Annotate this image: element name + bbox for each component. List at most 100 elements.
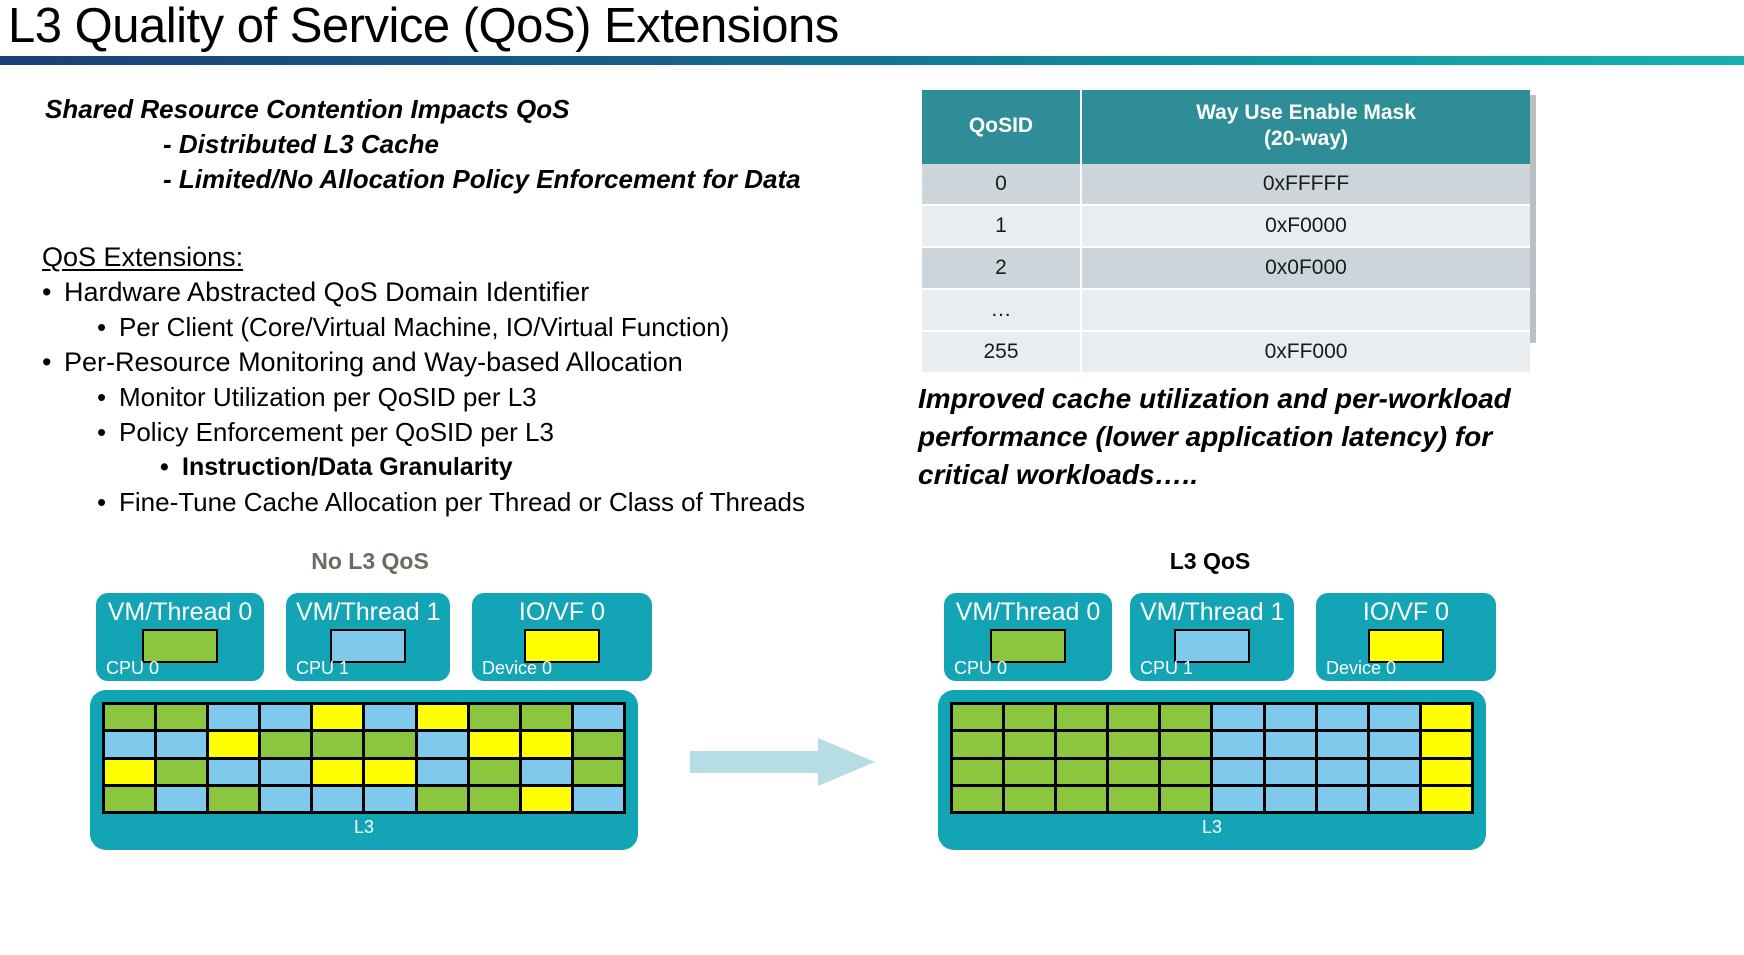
client-box: VM/Thread 1 CPU 1	[286, 593, 450, 681]
cache-way-cell	[1369, 732, 1419, 757]
bullet-text: Hardware Abstracted QoS Domain Identifie…	[64, 277, 590, 307]
cache-way-cell	[261, 759, 311, 784]
qos-extensions-bullet-list: • Hardware Abstracted QoS Domain Identifi…	[42, 275, 922, 520]
cache-way-cell	[157, 732, 207, 757]
cache-way-cell	[521, 732, 571, 757]
cache-way-cell	[521, 786, 571, 811]
cache-way-cell	[209, 759, 259, 784]
client-color-chip	[1368, 629, 1444, 663]
bullet-text: Policy Enforcement per QoSID per L3	[119, 417, 554, 447]
diagram-right-title: L3 QoS	[1169, 548, 1251, 574]
client-device-label: CPU 0	[954, 658, 1008, 678]
cache-way-cell	[313, 786, 363, 811]
table-cell-qosid: 0	[922, 164, 1082, 206]
bullet-item: •Monitor Utilization per QoSID per L3	[42, 380, 922, 415]
l3-cache-block-left: L3	[90, 690, 638, 850]
client-color-chip	[990, 629, 1066, 663]
table-header-row: QoSID Way Use Enable Mask (20-way)	[922, 90, 1530, 164]
cache-way-cell	[1265, 759, 1315, 784]
table-header-mask-line1: Way Use Enable Mask	[1196, 101, 1416, 124]
cache-way-cell	[1213, 759, 1263, 784]
cache-way-cell	[953, 705, 1003, 730]
cache-way-cell	[1369, 705, 1419, 730]
qos-extensions-heading: QoS Extensions:	[42, 242, 244, 272]
cache-way-cell	[1213, 705, 1263, 730]
bullet-marker-icon: •	[42, 277, 52, 307]
l3-cache-label-left: L3	[353, 817, 375, 837]
client-device-label: CPU 1	[1140, 658, 1194, 678]
cache-way-cell	[469, 759, 519, 784]
cache-way-cell	[209, 732, 259, 757]
table-header-qosid: QoSID	[922, 90, 1082, 164]
bullet-marker-icon: •	[97, 417, 107, 447]
cache-way-cell	[1369, 786, 1419, 811]
table-cell-mask	[1082, 290, 1530, 332]
client-box: IO/VF 0 Device 0	[1316, 593, 1496, 681]
cache-way-cell	[469, 786, 519, 811]
cache-way-cell	[469, 732, 519, 757]
client-name-label: IO/VF 0	[1362, 598, 1450, 626]
bullet-text: Instruction/Data Granularity	[182, 453, 513, 481]
client-device-label: Device 0	[1326, 658, 1397, 678]
cache-way-cell	[417, 759, 467, 784]
cache-way-cell	[105, 786, 155, 811]
bullet-item: •Per Client (Core/Virtual Machine, IO/Vi…	[42, 310, 922, 345]
cache-way-cell	[1421, 732, 1471, 757]
cache-way-cell	[1161, 732, 1211, 757]
cache-way-cell	[1057, 786, 1107, 811]
cache-way-cell	[953, 759, 1003, 784]
lead-line-3: - Limited/No Allocation Policy Enforceme…	[163, 164, 801, 194]
client-device-label: Device 0	[482, 658, 553, 678]
table-header-mask-line2: (20-way)	[1263, 127, 1349, 150]
improved-cache-utilization-note: Improved cache utilization and per-workl…	[918, 383, 1511, 490]
client-name-label: VM/Thread 1	[296, 598, 441, 626]
client-color-chip	[524, 629, 600, 663]
bullet-item: • Hardware Abstracted QoS Domain Identifi…	[42, 275, 922, 310]
cache-way-cell	[1317, 732, 1367, 757]
cache-way-cell	[1265, 705, 1315, 730]
table-cell-qosid: 255	[922, 332, 1082, 374]
cache-way-cell	[1109, 705, 1159, 730]
lead-line-1: Shared Resource Contention Impacts QoS	[45, 94, 570, 124]
cache-way-cell	[1109, 786, 1159, 811]
cache-way-cell	[1213, 732, 1263, 757]
bullet-text: Per Client (Core/Virtual Machine, IO/Vir…	[119, 312, 730, 342]
client-device-label: CPU 1	[296, 658, 350, 678]
cache-way-cell	[157, 705, 207, 730]
cache-way-cell	[953, 786, 1003, 811]
client-box: IO/VF 0 Device 0	[472, 593, 652, 681]
bullet-marker-icon: •	[97, 382, 107, 412]
table-cell-qosid: 2	[922, 248, 1082, 290]
cache-way-cell	[261, 786, 311, 811]
cache-way-cell	[261, 732, 311, 757]
client-box: VM/Thread 0 CPU 0	[944, 593, 1112, 681]
client-name-label: IO/VF 0	[518, 598, 606, 626]
transition-arrow	[690, 738, 875, 786]
l3-cache-label-right: L3	[1201, 817, 1223, 837]
cache-way-cell	[1005, 759, 1055, 784]
cache-way-cell	[1317, 705, 1367, 730]
cache-way-cell	[261, 705, 311, 730]
cache-way-cell	[1265, 732, 1315, 757]
cache-way-cell	[417, 732, 467, 757]
lead-line-2: - Distributed L3 Cache	[163, 129, 439, 159]
arrow-right-icon	[690, 738, 875, 786]
l3-cache-block-right: L3	[938, 690, 1486, 850]
cache-way-cell	[313, 759, 363, 784]
client-device-label: CPU 0	[106, 658, 160, 678]
cache-way-cell	[1005, 786, 1055, 811]
page-title: L3 Quality of Service (QoS) Extensions	[8, 0, 839, 53]
cache-way-cell	[365, 759, 415, 784]
lead-statement-block: Shared Resource Contention Impacts QoS -…	[45, 92, 905, 197]
title-underline-rule	[0, 56, 1744, 65]
client-name-label: VM/Thread 0	[955, 598, 1101, 626]
cache-way-cell	[157, 786, 207, 811]
cache-way-cell	[105, 759, 155, 784]
table-cell-qosid: 1	[922, 206, 1082, 248]
